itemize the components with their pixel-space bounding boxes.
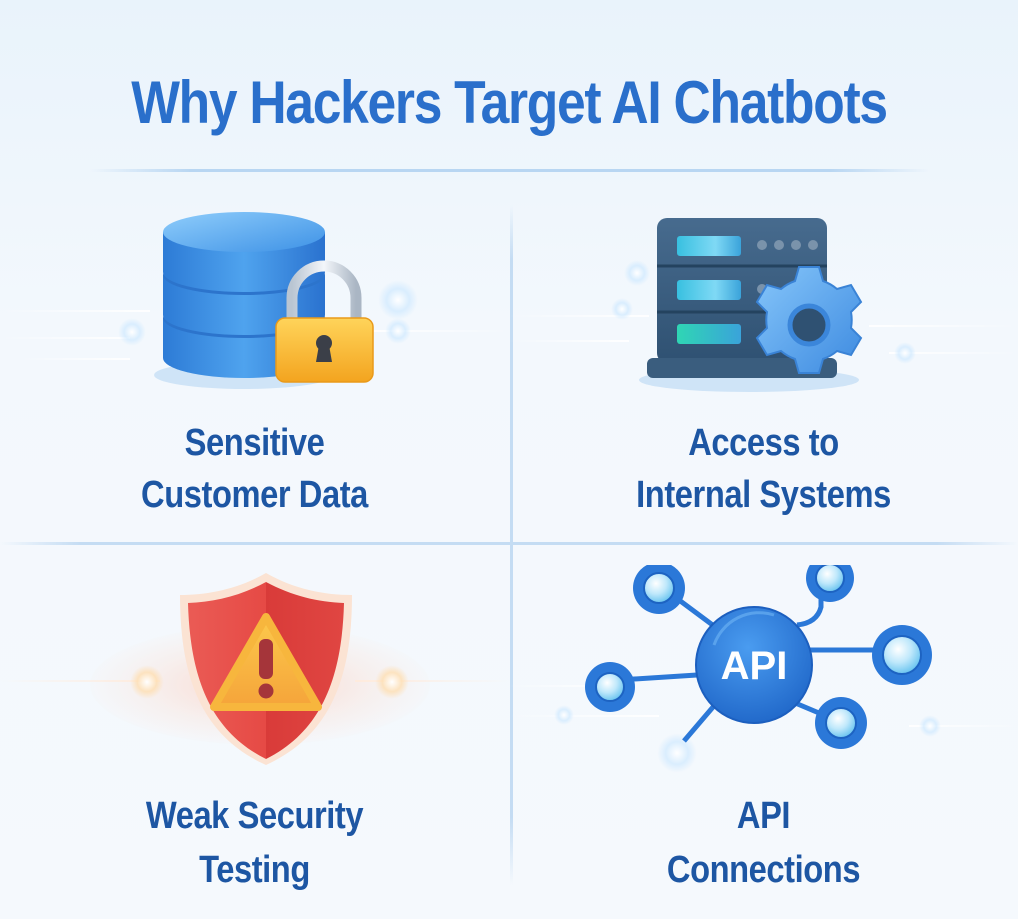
card-api-connections: API API Connections: [509, 545, 1018, 919]
horizontal-divider: [0, 542, 1018, 545]
server-gear-icon: [639, 218, 863, 392]
card-label-line1: Access to: [688, 422, 839, 464]
shield-warning-icon: [180, 573, 352, 765]
card-label-line1: Sensitive: [184, 422, 325, 464]
card-weak-security-testing: Weak Security Testing: [0, 545, 509, 919]
title-divider: [90, 169, 930, 172]
vertical-divider: [510, 205, 513, 885]
card-label-line2: Customer Data: [141, 474, 368, 516]
card-label-line2: Internal Systems: [636, 474, 891, 516]
card-sensitive-customer-data: Sensitive Customer Data: [0, 180, 509, 540]
card-label-line2: Testing: [199, 849, 310, 891]
page-title: Why Hackers Target AI Chatbots: [131, 69, 888, 136]
api-icon-text: API: [721, 644, 788, 688]
card-label-line2: Connections: [666, 849, 861, 891]
card-access-internal-systems: Access to Internal Systems: [509, 180, 1018, 540]
api-network-icon: API: [585, 565, 932, 749]
card-label-line1: API: [736, 795, 791, 837]
database-lock-icon: [154, 212, 374, 389]
card-label-line1: Weak Security: [145, 795, 364, 837]
